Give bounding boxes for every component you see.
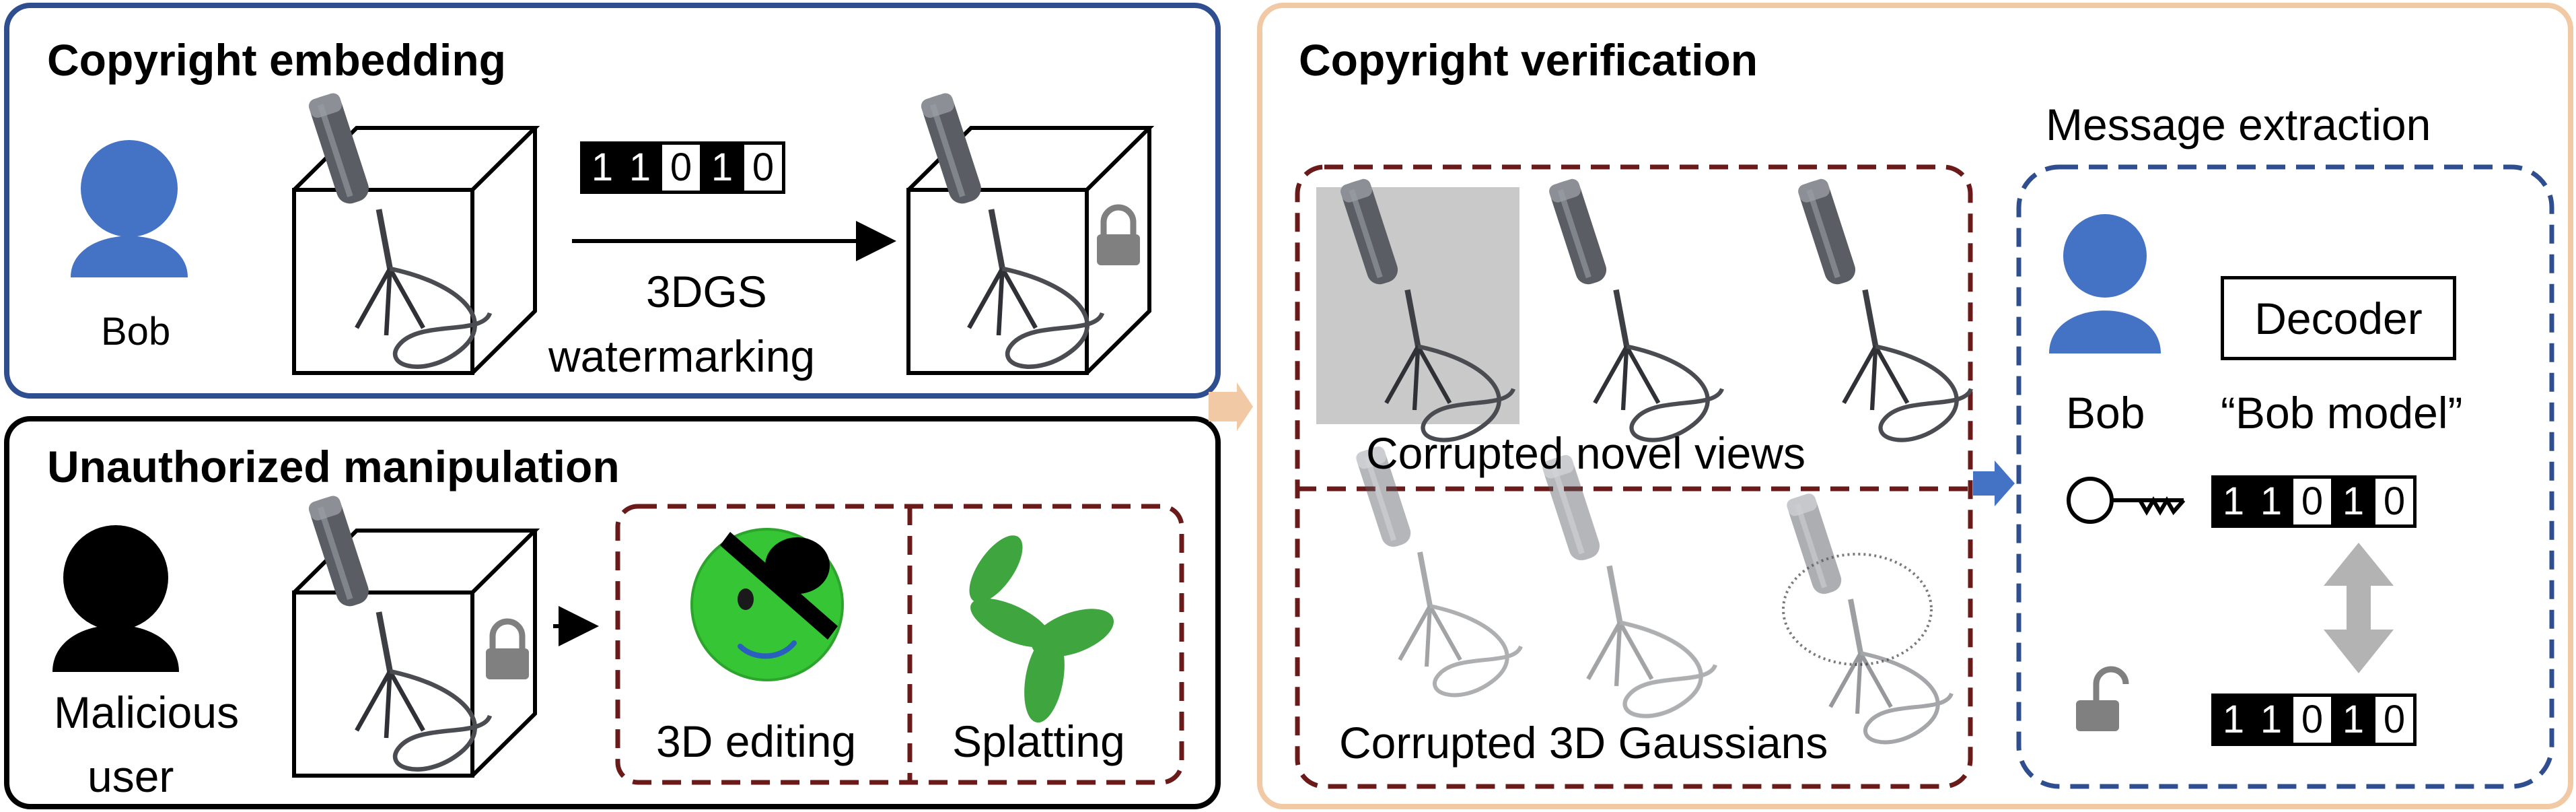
bit-3: 1 xyxy=(2334,479,2372,525)
splat-icon xyxy=(969,535,1114,723)
bit-0: 1 xyxy=(2215,479,2252,525)
bit-4: 0 xyxy=(2372,697,2413,743)
gaussian-mic-1 xyxy=(1355,445,1521,696)
corrupted-gaussians-label: Corrupted 3D Gaussians xyxy=(1339,718,1828,768)
gaussian-mic-2 xyxy=(1540,453,1715,716)
smiley-icon xyxy=(690,528,844,681)
verification-panel-border xyxy=(1257,3,2573,809)
connector-arrow xyxy=(1209,382,1253,431)
double-arrow-icon xyxy=(2324,543,2394,673)
bit-3: 1 xyxy=(2334,697,2372,743)
bit-3: 1 xyxy=(703,145,741,191)
embedding-panel-border xyxy=(4,3,1221,399)
process-label-line2: watermarking xyxy=(548,331,816,381)
bit-1: 1 xyxy=(621,145,659,191)
bit-2: 0 xyxy=(659,145,703,191)
lock-icon xyxy=(1097,204,1140,265)
manipulation-panel-border xyxy=(4,416,1221,809)
embedded-message-bits: 1 1 0 1 0 xyxy=(580,141,785,194)
cube-3 xyxy=(292,529,540,778)
person-icon xyxy=(71,140,188,277)
noisy-view-tile xyxy=(1316,187,1519,424)
malicious-user-line2: user xyxy=(87,751,174,801)
decoder-box: Decoder xyxy=(2221,276,2456,360)
bit-0: 1 xyxy=(2215,697,2252,743)
microphone-icon xyxy=(307,92,490,367)
bit-2: 0 xyxy=(2290,697,2334,743)
lock-icon xyxy=(486,618,529,679)
bit-1: 1 xyxy=(2252,479,2290,525)
model-label: “Bob model” xyxy=(2221,388,2463,438)
extraction-dashed-box xyxy=(2016,164,2554,789)
bit-0: 1 xyxy=(583,145,621,191)
decoder-label: Decoder xyxy=(2254,293,2423,343)
manipulation-dashed-box xyxy=(615,504,1184,785)
extraction-owner-label: Bob xyxy=(2066,388,2145,438)
method-splatting: Splatting xyxy=(952,716,1125,766)
corrupted-dashed-box xyxy=(1295,164,1973,789)
embedding-title: Copyright embedding xyxy=(47,35,506,85)
extracted-message-bits: 1 1 0 1 0 xyxy=(2211,475,2417,528)
process-label-line1: 3DGS xyxy=(646,267,767,316)
cube-1 xyxy=(292,126,540,375)
blue-arrow xyxy=(1973,461,2015,506)
bit-4: 0 xyxy=(2372,479,2413,525)
malicious-user-line1: Malicious xyxy=(54,687,240,737)
bit-4: 0 xyxy=(741,145,782,191)
verification-title: Copyright verification xyxy=(1299,35,1758,85)
person-icon xyxy=(2049,214,2161,353)
gaussian-mic-3 xyxy=(1782,492,1952,743)
corrupted-views-label: Corrupted novel views xyxy=(1366,428,1805,478)
original-message-bits: 1 1 0 1 0 xyxy=(2211,693,2417,746)
key-icon xyxy=(2067,477,2186,524)
bit-2: 0 xyxy=(2290,479,2334,525)
method-3d-editing: 3D editing xyxy=(656,716,857,766)
bit-1: 1 xyxy=(2252,697,2290,743)
extraction-title: Message extraction xyxy=(2046,100,2431,149)
embedding-owner-label: Bob xyxy=(101,310,171,353)
manipulation-title: Unauthorized manipulation xyxy=(47,442,620,492)
unlock-icon xyxy=(2076,666,2129,731)
malicious-person-icon xyxy=(52,525,179,672)
